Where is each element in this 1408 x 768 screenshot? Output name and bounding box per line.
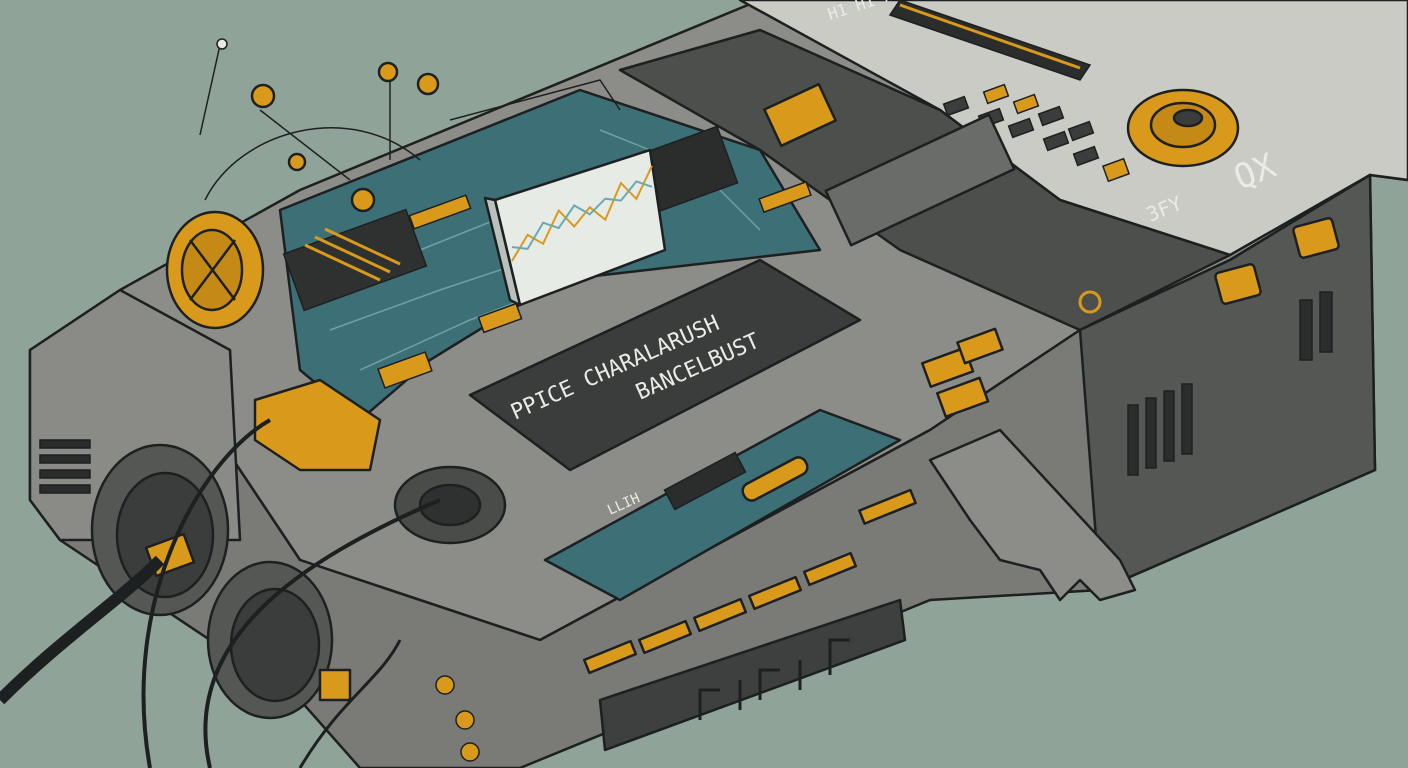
- left-speaker-upper: [90, 443, 230, 617]
- front-amber-slats: [582, 488, 917, 675]
- recess-amber-chip: [763, 82, 837, 148]
- floating-wires: [199, 44, 621, 201]
- lower-tray-cartridge: [741, 456, 809, 502]
- side-vents: [1127, 291, 1333, 476]
- slider-bank: [304, 227, 401, 282]
- chart-card: [483, 148, 667, 307]
- top-slot-amber-line: [899, 3, 1081, 70]
- chart-series-line-2: [511, 180, 653, 250]
- chart-lines: [511, 165, 653, 262]
- big-dial: [1126, 88, 1240, 168]
- board-chips: [282, 125, 812, 389]
- tape-measure-gadget: [165, 210, 265, 330]
- round-port: [393, 465, 507, 545]
- left-vents: [39, 439, 91, 494]
- amber-side-buttons: [1214, 217, 1340, 305]
- lower-tray-module: [663, 451, 747, 511]
- left-speaker-lower: [206, 560, 334, 720]
- bracket-arm: [928, 428, 1137, 602]
- recess-vent-module: [824, 113, 1016, 247]
- center-right-amber-blocks: [920, 327, 1004, 418]
- front-rivets: [435, 675, 480, 762]
- cables: [0, 418, 441, 768]
- floating-washers: [250, 61, 440, 213]
- front-glyphs: [698, 638, 850, 720]
- front-glyph-panel: [598, 598, 907, 752]
- floating-small-ring: [216, 38, 228, 50]
- handle-ring: [1078, 290, 1102, 314]
